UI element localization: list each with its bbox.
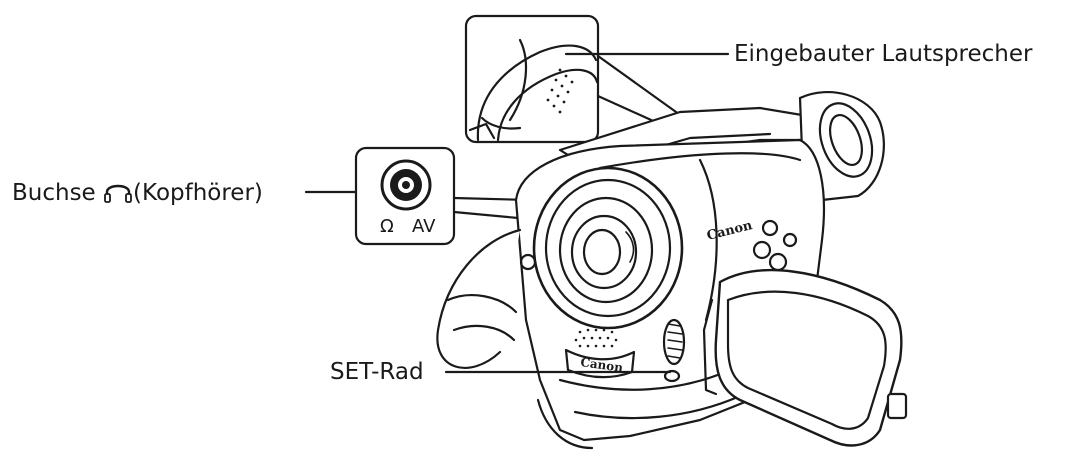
lcd-panel	[704, 270, 906, 445]
camcorder-body	[437, 92, 906, 448]
jack-av-label: AV	[412, 216, 436, 237]
jack-label-suffix: (Kopfhörer)	[133, 180, 263, 206]
headphones-icon	[103, 178, 133, 204]
jack-label-prefix: Buchse	[12, 180, 96, 206]
speaker-label: Eingebauter Lautsprecher	[734, 40, 1032, 68]
headphone-jack-label: Buchse (Kopfhörer)	[12, 178, 263, 207]
set-dial-label: SET-Rad	[330, 358, 424, 386]
jack-headphone-symbol: Ω	[380, 216, 394, 237]
lens	[534, 168, 682, 328]
